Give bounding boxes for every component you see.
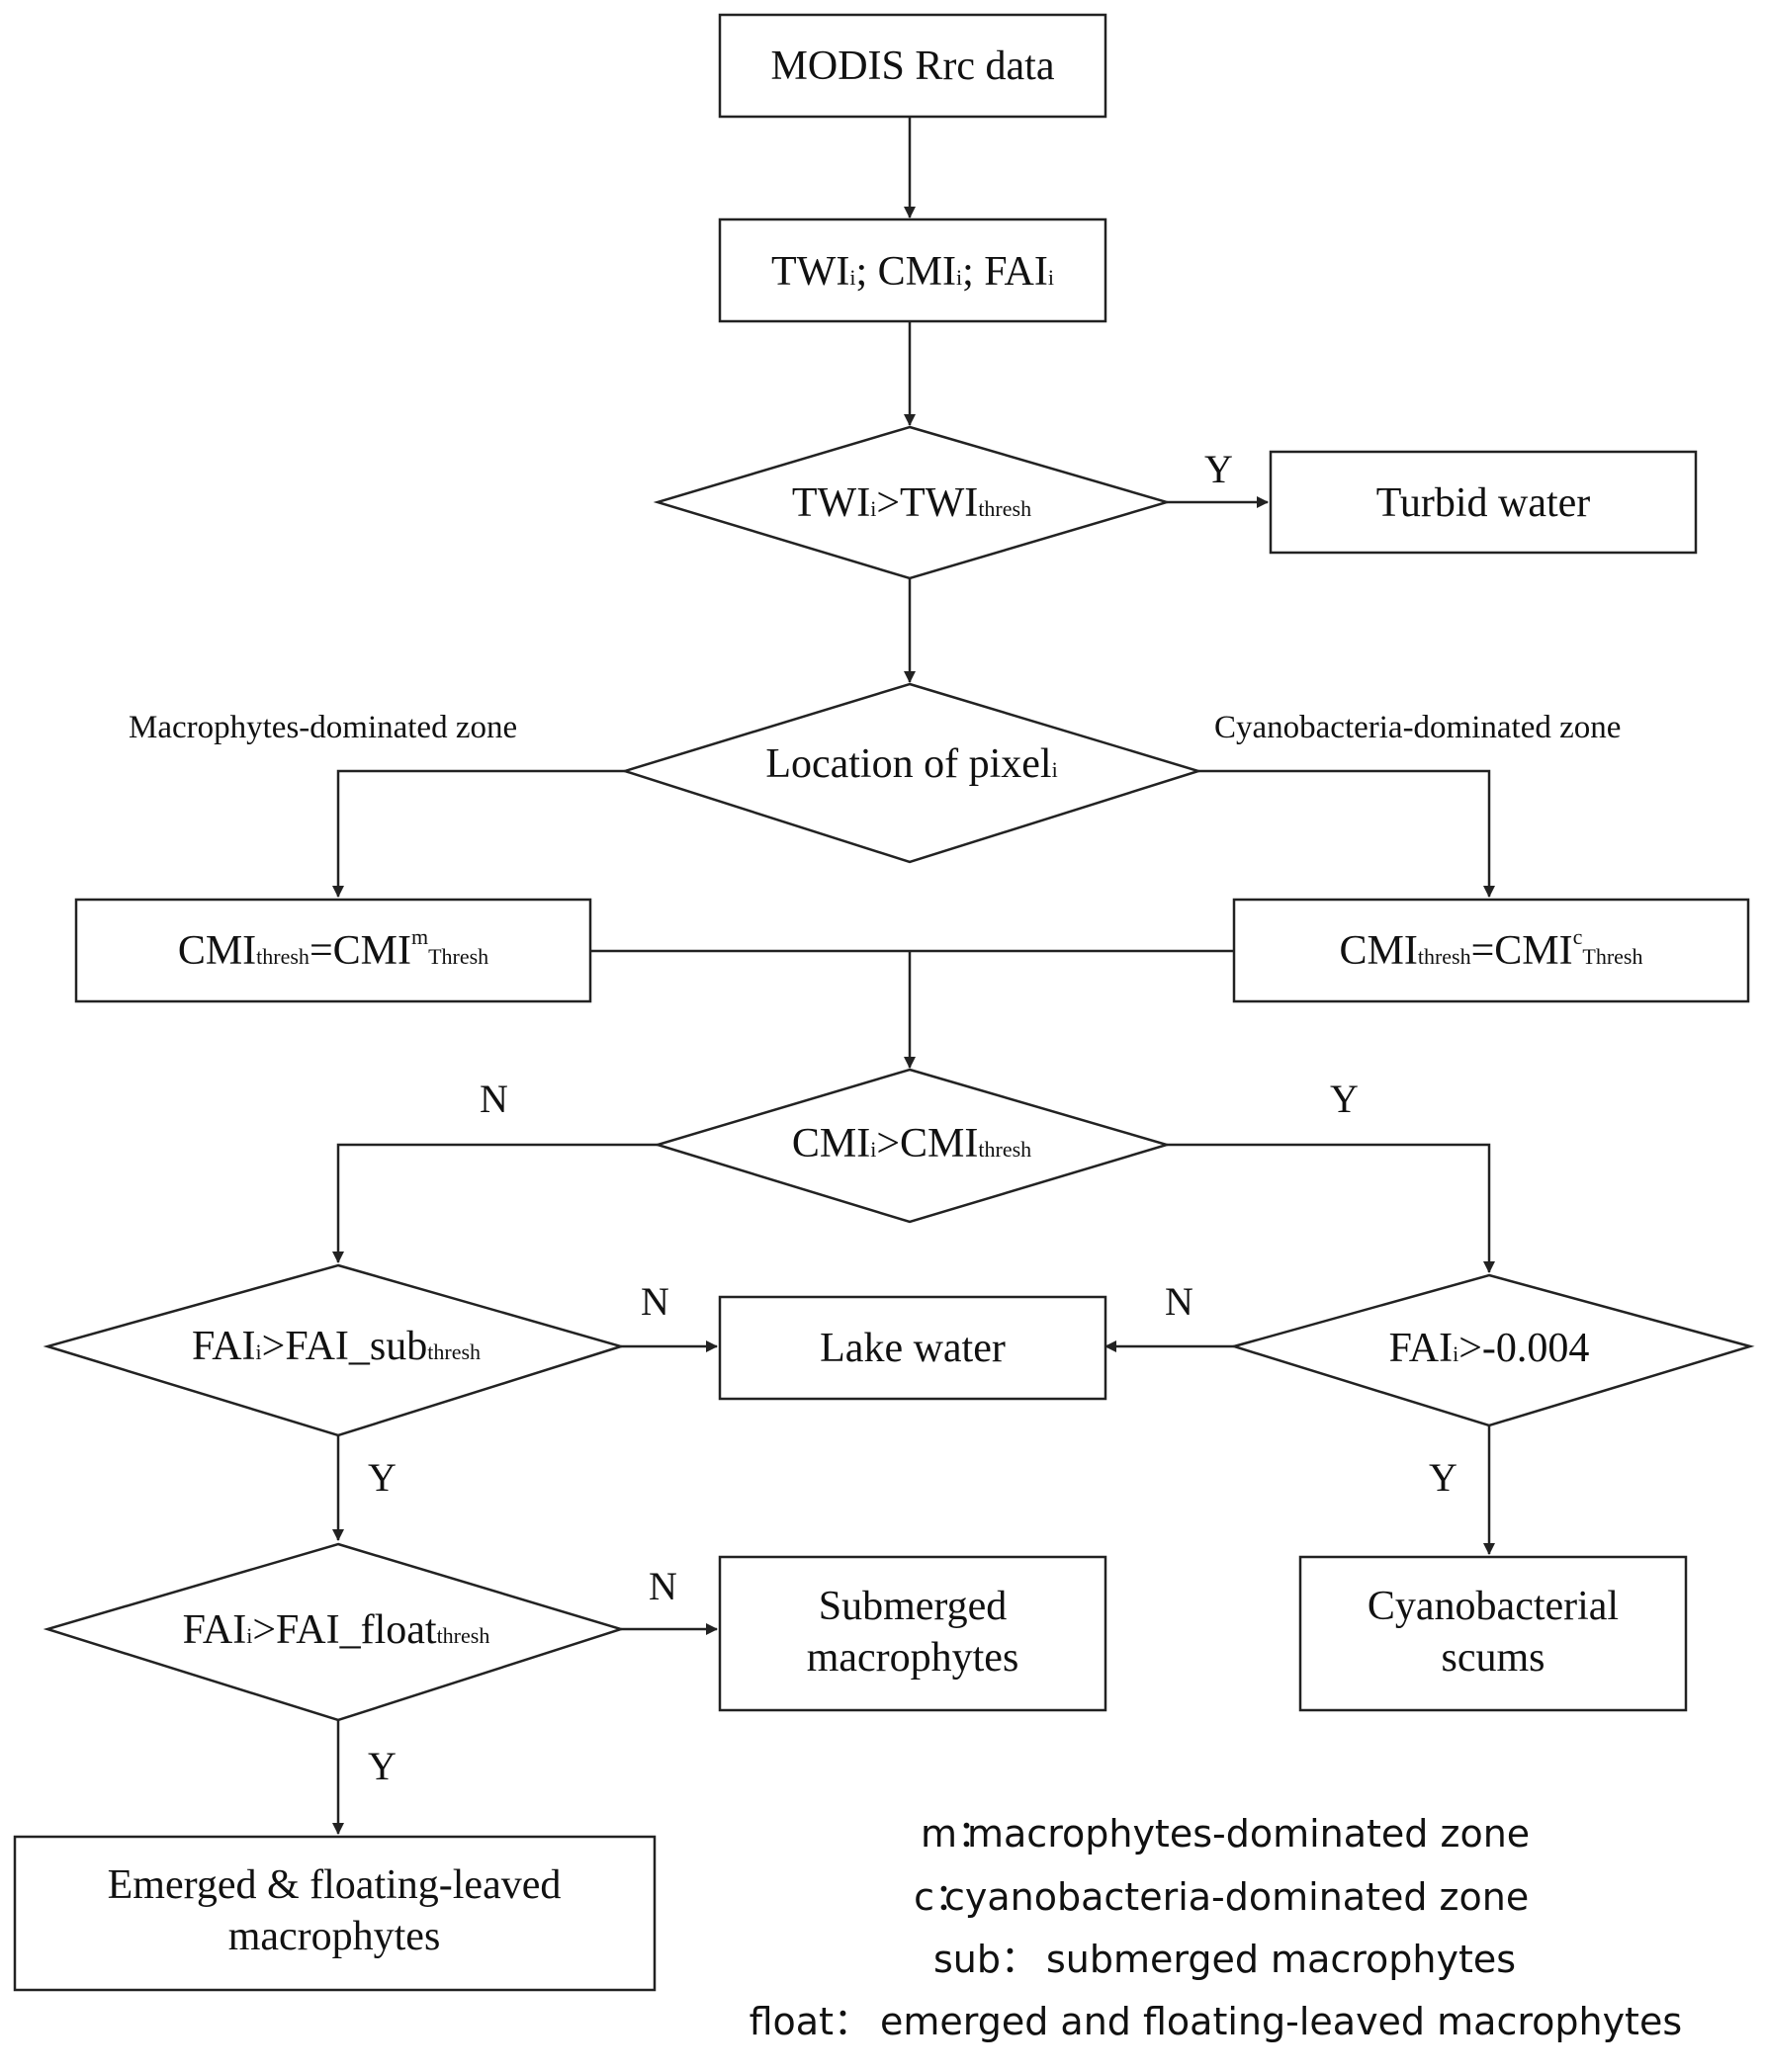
legend-key-m: m <box>921 1812 957 1856</box>
legend-text-m: macrophytes-dominated zone <box>967 1812 1530 1856</box>
fai-float-test-diamond <box>43 1542 626 1722</box>
indices-box <box>718 217 1107 323</box>
arrow-to-cmi-c <box>1198 769 1495 898</box>
fai-sub-test-diamond <box>43 1263 626 1437</box>
submerged-label-line2: macrophytes <box>807 1635 1019 1681</box>
branch-label-cmi-no: N <box>480 1077 508 1121</box>
node-twi-test: TWIi>TWIthresh <box>653 425 1172 580</box>
arrow-cmi-no <box>332 1143 658 1263</box>
node-location: Location of pixeli <box>620 682 1203 864</box>
fai-c-test-label: FAIi>-0.004 <box>1389 1326 1590 1371</box>
legend-key-sub: sub <box>933 1938 1001 1981</box>
node-fai-c-test: FAIi>-0.004 <box>1229 1273 1755 1427</box>
submerged-label-line1: Submerged <box>819 1584 1008 1629</box>
node-emerged: Emerged & floating-leaved macrophytes <box>13 1835 657 1992</box>
modis-label: MODIS Rrc data <box>771 43 1055 89</box>
cmi-c-label: CMIthresh=CMIcThresh <box>1339 924 1642 974</box>
arrow-cmi-yes <box>1167 1143 1495 1273</box>
fai-sub-test-label: FAIi>FAI_subthresh <box>192 1324 481 1369</box>
branch-label-fai-float-yes: Y <box>368 1744 397 1788</box>
zone-label-left: Macrophytes-dominated zone <box>129 710 517 745</box>
modis-box <box>718 13 1107 119</box>
location-diamond <box>620 682 1203 864</box>
twi-test-diamond <box>653 425 1172 580</box>
node-modis: MODIS Rrc data <box>718 13 1107 119</box>
emerged-label-line2: macrophytes <box>228 1914 441 1959</box>
node-lake: Lake water <box>718 1295 1107 1401</box>
cmi-m-label: CMIthresh=CMImThresh <box>178 924 488 974</box>
location-label: Location of pixeli <box>765 741 1057 787</box>
branch-label-fai-c-no: N <box>1165 1279 1193 1324</box>
zone-label-right: Cyanobacteria-dominated zone <box>1214 710 1621 745</box>
cmi-m-box <box>74 898 592 1003</box>
node-fai-sub-test: FAIi>FAI_subthresh <box>43 1263 626 1437</box>
emerged-box <box>13 1835 657 1992</box>
arrow-to-cmi-m <box>332 769 625 898</box>
fai-float-test-label: FAIi>FAI_floatthresh <box>183 1607 490 1653</box>
fai-c-test-diamond <box>1229 1273 1755 1427</box>
cmi-c-box <box>1232 898 1750 1003</box>
node-submerged: Submerged macrophytes <box>718 1555 1107 1712</box>
branch-label-cmi-yes: Y <box>1330 1077 1359 1121</box>
legend-sep-sub: ： <box>1001 1938 1038 1981</box>
cyano-box <box>1298 1555 1688 1712</box>
branch-label-fai-sub-no: N <box>641 1279 669 1324</box>
node-indices: TWIi; CMIi; FAIi <box>718 217 1107 323</box>
submerged-box <box>718 1555 1107 1712</box>
indices-label: TWIi; CMIi; FAIi <box>771 249 1054 295</box>
cyano-label-line1: Cyanobacterial <box>1368 1584 1619 1629</box>
legend-key-float: float <box>750 2000 834 2043</box>
cmi-test-diamond <box>653 1068 1172 1224</box>
twi-test-label: TWIi>TWIthresh <box>792 480 1031 526</box>
node-fai-float-test: FAIi>FAI_floatthresh <box>43 1542 626 1722</box>
node-cyano: Cyanobacterial scums <box>1298 1555 1688 1712</box>
legend-text-c: cyanobacteria-dominated zone <box>944 1875 1529 1919</box>
lake-box <box>718 1295 1107 1401</box>
legend-sep-float: ： <box>834 2000 871 2043</box>
branch-label-fai-sub-yes: Y <box>368 1455 397 1500</box>
legend-text-sub: submerged macrophytes <box>1046 1938 1516 1981</box>
emerged-label-line1: Emerged & floating-leaved <box>108 1862 562 1908</box>
legend-sep-m: ： <box>957 1812 995 1856</box>
node-cmi-c: CMIthresh=CMIcThresh <box>1232 898 1750 1003</box>
legend: m ： macrophytes-dominated zone c ： cyano… <box>750 1812 1683 2043</box>
branch-label-fai-float-no: N <box>649 1564 677 1608</box>
node-cmi-test: CMIi>CMIthresh <box>653 1068 1172 1224</box>
branch-label-twi-yes: Y <box>1204 447 1233 491</box>
legend-sep-c: ： <box>934 1875 972 1919</box>
node-cmi-m: CMIthresh=CMImThresh <box>74 898 592 1003</box>
legend-text-float: emerged and floating-leaved macrophytes <box>880 2000 1682 2043</box>
cmi-test-label: CMIi>CMIthresh <box>792 1121 1031 1166</box>
turbid-box <box>1269 450 1698 555</box>
cyano-label-line2: scums <box>1442 1635 1545 1681</box>
legend-key-c: c <box>914 1875 934 1919</box>
node-turbid: Turbid water <box>1269 450 1698 555</box>
turbid-label: Turbid water <box>1376 480 1591 526</box>
connectors <box>332 117 1495 1835</box>
branch-label-fai-c-yes: Y <box>1429 1455 1457 1500</box>
lake-label: Lake water <box>820 1326 1006 1371</box>
